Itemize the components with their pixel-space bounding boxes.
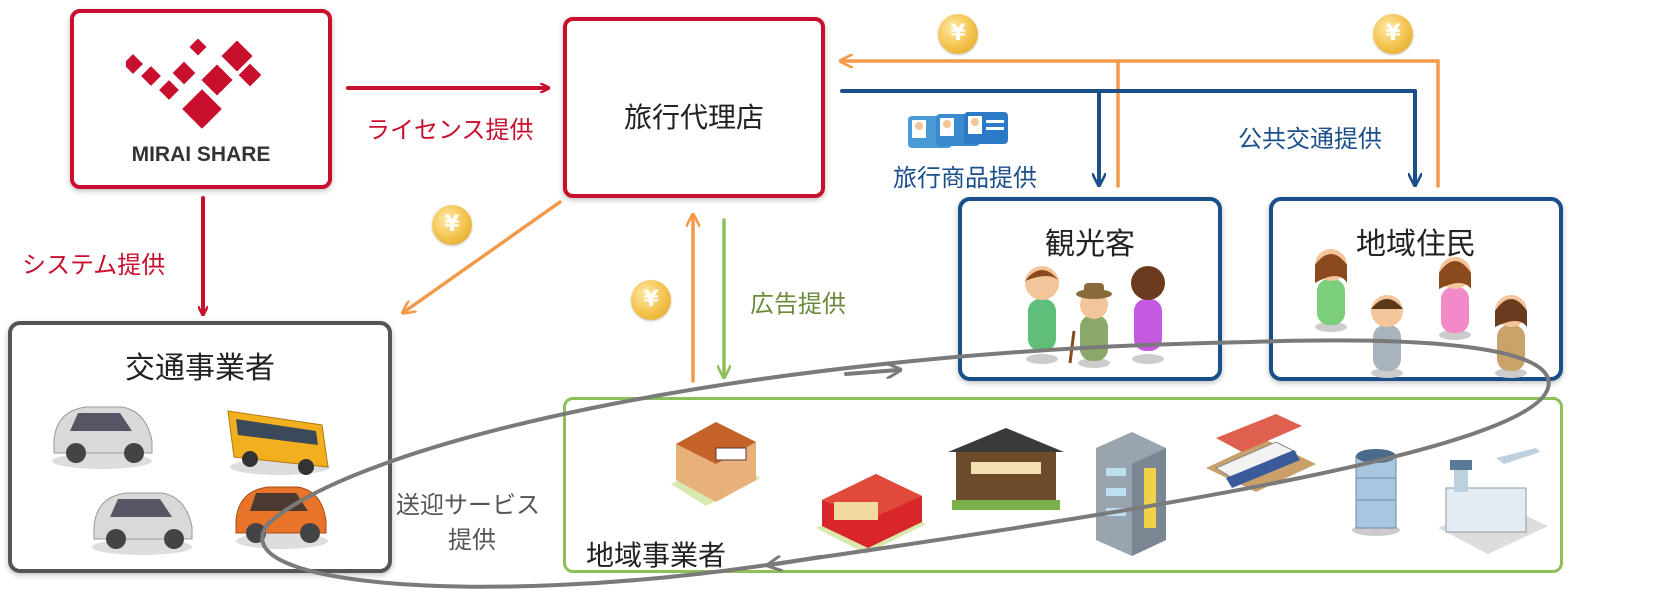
logo-box: MIRAI SHARE xyxy=(70,9,332,189)
shuttle-arrow-left xyxy=(770,555,822,565)
money-to-agency-arrow xyxy=(842,61,1440,188)
yen-coin-icon: ¥ xyxy=(1373,14,1413,54)
bus-icon xyxy=(227,410,330,475)
vehicles-icon xyxy=(52,406,330,555)
person-icon xyxy=(1025,266,1059,364)
building-icon xyxy=(1096,432,1166,556)
tourists-box: 観光客 xyxy=(958,197,1222,381)
system-label: システム提供 xyxy=(22,251,166,279)
cafe-icon xyxy=(671,422,761,506)
car-icon xyxy=(235,486,328,549)
yen-coin-icon: ¥ xyxy=(432,205,472,245)
shuttle-label-line1: 送迎サービス xyxy=(396,491,540,519)
travel-agency-box: 旅行代理店 xyxy=(563,17,825,198)
train-station-icon xyxy=(1206,414,1316,492)
public-transport-label: 公共交通提供 xyxy=(1238,125,1382,153)
residents-title: 地域住民 xyxy=(1356,227,1476,262)
haunted-house-icon xyxy=(948,428,1064,510)
yen-coin-icon: ¥ xyxy=(938,14,978,54)
tourists-title: 観光客 xyxy=(1045,227,1135,262)
mirai-share-logo-icon xyxy=(126,39,262,129)
travel-products-label: 旅行商品提供 xyxy=(893,164,1037,192)
residents-people-icon xyxy=(1315,249,1527,378)
shuttle-loop xyxy=(260,338,1551,589)
car-icon xyxy=(92,492,193,555)
yen-coin-icon: ¥ xyxy=(631,280,671,320)
license-label: ライセンス提供 xyxy=(366,116,534,144)
shuttle-label-line2: 提供 xyxy=(448,526,496,554)
airport-icon xyxy=(1438,448,1548,554)
restaurant-icon xyxy=(816,474,926,554)
shuttle-arrow-right xyxy=(844,370,898,374)
money-agency-to-transport-arrow xyxy=(404,200,562,312)
advertising-label: 広告提供 xyxy=(750,290,846,318)
transport-operators-title: 交通事業者 xyxy=(125,351,275,386)
local-businesses-title: 地域事業者 xyxy=(586,539,727,572)
transport-operators-box: 交通事業者 xyxy=(8,321,392,573)
logo-text: MIRAI SHARE xyxy=(131,143,271,166)
car-icon xyxy=(52,406,153,469)
residents-box: 地域住民 xyxy=(1269,197,1563,381)
travel-agency-title: 旅行代理店 xyxy=(623,101,764,134)
person-icon xyxy=(1131,266,1165,364)
travel-cards-icon xyxy=(908,112,1008,148)
